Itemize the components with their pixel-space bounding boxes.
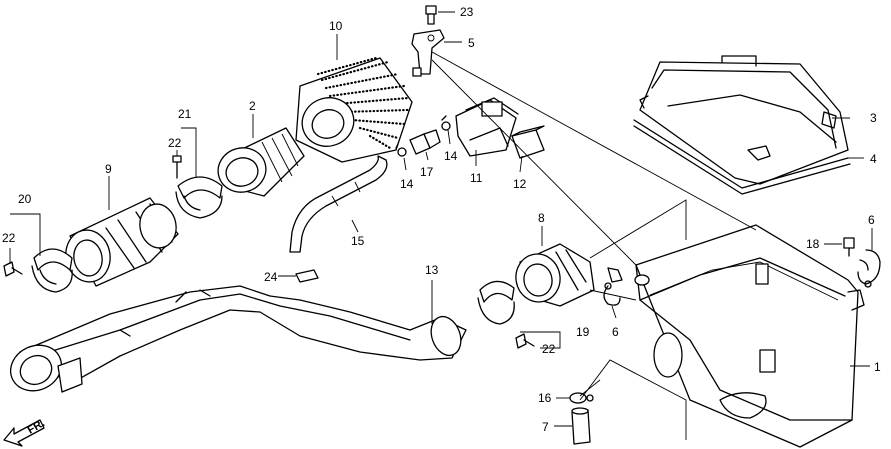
callout-14-b: 14	[444, 149, 458, 163]
bolt-22a	[172, 155, 182, 179]
band-19	[477, 280, 515, 325]
bolt-18	[843, 237, 855, 257]
callout-1: 1	[874, 360, 881, 374]
callout-10: 10	[329, 19, 343, 33]
callout-21: 21	[178, 107, 192, 121]
air-cleaner-element	[295, 56, 413, 163]
band-21	[175, 176, 223, 219]
leader-lines	[9, 11, 873, 427]
air-flow-tube-2	[217, 127, 305, 197]
cover-gasket	[633, 119, 851, 195]
air-cleaner-boot-8	[515, 243, 595, 307]
callout-16: 16	[538, 391, 552, 405]
clamp-14a	[395, 143, 407, 157]
callout-2: 2	[249, 99, 256, 113]
callout-18: 18	[806, 237, 820, 251]
callout-19: 19	[576, 325, 590, 339]
callout-4: 4	[870, 152, 877, 166]
callout-6-right: 6	[868, 213, 875, 227]
bolt-22c	[515, 333, 535, 349]
band-20	[31, 248, 73, 293]
callout-23: 23	[460, 5, 474, 19]
sponge-12	[511, 125, 545, 159]
front-direction-label: FR.	[26, 417, 47, 436]
callout-14-a: 14	[400, 177, 414, 191]
clamp-6-right	[857, 249, 881, 288]
callout-15: 15	[351, 234, 365, 248]
callout-7: 7	[542, 420, 549, 434]
clamp-6-mid	[603, 282, 621, 306]
resonator-tube-11	[455, 97, 519, 157]
callout-22-lower: 22	[542, 342, 556, 356]
joint-17	[409, 129, 441, 155]
callout-11: 11	[470, 171, 483, 185]
callout-17: 17	[420, 165, 434, 179]
callout-8: 8	[538, 211, 545, 225]
callout-24: 24	[264, 270, 278, 284]
callout-5: 5	[468, 36, 475, 50]
callout-3: 3	[870, 111, 877, 125]
drain-tube-7	[571, 407, 591, 445]
callout-20: 20	[18, 192, 32, 206]
air-cleaner-housing	[607, 224, 865, 448]
callout-22-upper: 22	[168, 136, 182, 150]
callout-22-left: 22	[2, 231, 16, 245]
clip-24	[295, 269, 319, 283]
air-cleaner-cover	[639, 55, 849, 185]
intake-boot-9	[65, 197, 179, 287]
callout-12: 12	[513, 177, 527, 191]
breather-hose-15	[289, 155, 388, 253]
intake-tube-13	[10, 285, 467, 393]
callout-13: 13	[425, 263, 439, 277]
callout-6-mid: 6	[612, 325, 619, 339]
assembly-lines	[431, 51, 757, 440]
bolt-23	[425, 5, 437, 25]
clamp-14b	[441, 115, 451, 131]
callout-9: 9	[105, 162, 112, 176]
callout-labels: 23 5 10 3 4 2 21 22 9 20 22 14 17 14 11 …	[2, 5, 881, 434]
bracket-5	[411, 29, 445, 77]
bolt-22b	[3, 261, 23, 277]
front-direction-arrow: FR.	[3, 417, 47, 447]
